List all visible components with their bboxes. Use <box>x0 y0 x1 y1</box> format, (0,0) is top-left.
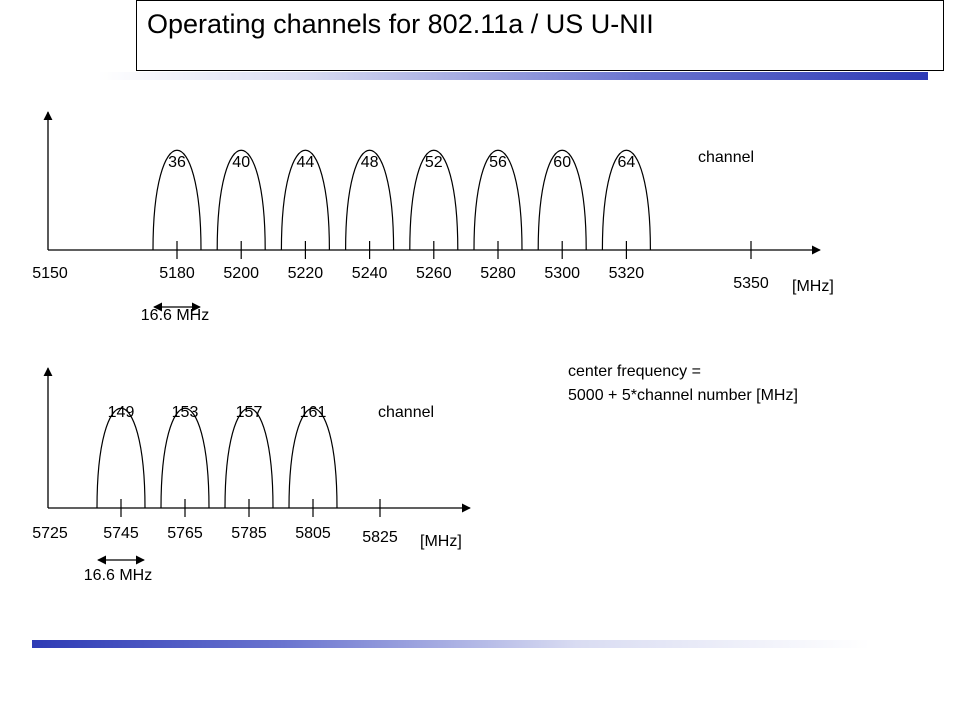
channel-spectrum-curve <box>409 149 459 251</box>
channel-width-label: 16.6 MHz <box>84 567 152 584</box>
channel-number-label: 52 <box>425 154 443 171</box>
channel-spectrum-curve <box>280 149 330 251</box>
channel-spectrum-curve <box>224 407 274 509</box>
center-frequency-formula: center frequency = 5000 + 5*channel numb… <box>568 360 798 408</box>
channel-number-label: 161 <box>300 404 327 421</box>
channel-spectrum-curve <box>96 407 146 509</box>
frequency-unit-label: [MHz] <box>792 278 834 295</box>
channel-spectrum-curve <box>601 149 651 251</box>
formula-line-1: center frequency = <box>568 363 701 380</box>
center-frequency-label: 5785 <box>231 525 267 542</box>
band-unii-high: 5725 149 5745 153 5765 157 5785 161 5805 5825 [MHz… <box>32 367 471 584</box>
channel-spectrum-curve <box>473 149 523 251</box>
band-unii-low: 5150 36 5180 40 5200 44 5220 48 5240 52 5260 56 5280… <box>32 111 834 324</box>
channel-number-label: 153 <box>172 404 199 421</box>
center-frequency-label: 5220 <box>288 265 324 282</box>
channel-number-label: 40 <box>232 154 250 171</box>
footer-accent-bar <box>32 640 870 648</box>
band-start-label: 5725 <box>32 525 68 542</box>
center-frequency-label: 5240 <box>352 265 388 282</box>
channel-spectrum-curve <box>345 149 395 251</box>
center-frequency-label: 5745 <box>103 525 139 542</box>
center-frequency-label: 5260 <box>416 265 452 282</box>
formula-line-2: 5000 + 5*channel number [MHz] <box>568 387 798 404</box>
channel-spectrum-curve <box>152 149 202 251</box>
title-accent-bar <box>98 72 928 80</box>
band-end-label: 5825 <box>362 529 398 546</box>
center-frequency-label: 5300 <box>544 265 580 282</box>
channel-number-label: 56 <box>489 154 507 171</box>
channel-number-label: 60 <box>553 154 571 171</box>
title-box: Operating channels for 802.11a / US U-NI… <box>136 0 944 71</box>
center-frequency-label: 5320 <box>609 265 645 282</box>
channel-number-label: 44 <box>297 154 315 171</box>
center-frequency-label: 5765 <box>167 525 203 542</box>
center-frequency-label: 5805 <box>295 525 331 542</box>
channel-axis-label: channel <box>378 404 434 421</box>
page-title: Operating channels for 802.11a / US U-NI… <box>147 9 654 39</box>
channel-axis-label: channel <box>698 149 754 166</box>
band-end-label: 5350 <box>733 275 769 292</box>
channel-number-label: 48 <box>361 154 379 171</box>
channel-spectrum-curve <box>288 407 338 509</box>
channel-number-label: 36 <box>168 154 186 171</box>
channel-spectrum-curve <box>216 149 266 251</box>
frequency-unit-label: [MHz] <box>420 533 462 550</box>
channel-number-label: 149 <box>108 404 135 421</box>
channel-width-label: 16.6 MHz <box>141 307 209 324</box>
band-start-label: 5150 <box>32 265 68 282</box>
channel-spectrum-curve <box>537 149 587 251</box>
center-frequency-label: 5280 <box>480 265 516 282</box>
center-frequency-label: 5180 <box>159 265 195 282</box>
channel-number-label: 64 <box>618 154 636 171</box>
center-frequency-label: 5200 <box>223 265 259 282</box>
channel-spectrum-curve <box>160 407 210 509</box>
channel-number-label: 157 <box>236 404 263 421</box>
